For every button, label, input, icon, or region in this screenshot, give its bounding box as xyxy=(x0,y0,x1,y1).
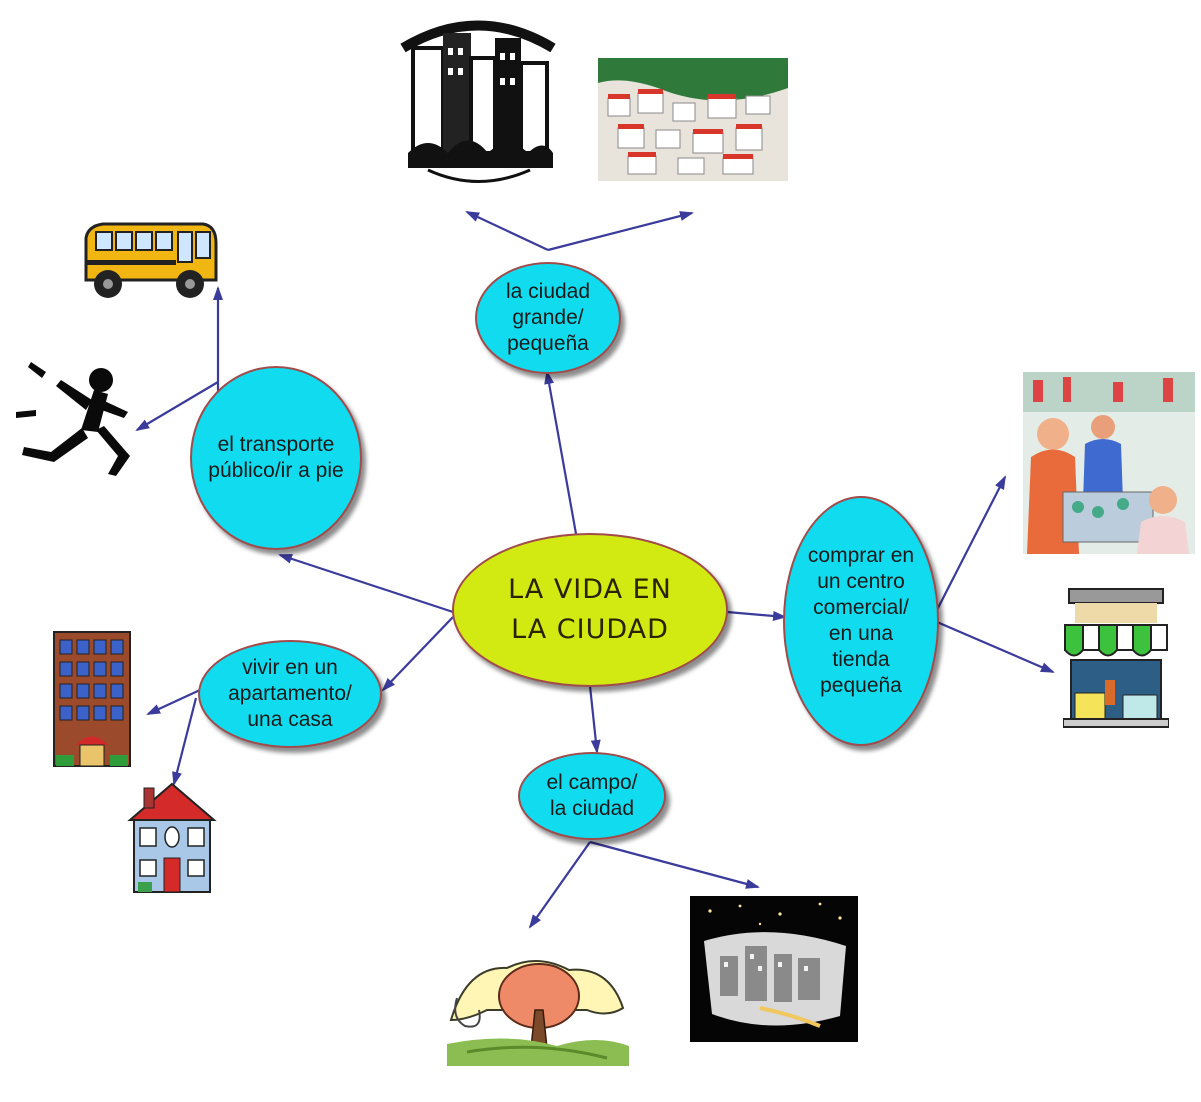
connector-comprar-store xyxy=(936,620,1055,674)
connector-vivir-house xyxy=(172,697,198,786)
node-vivir: vivir en un apartamento/ una casa xyxy=(198,640,382,748)
city-night-icon xyxy=(690,896,858,1042)
storefront-icon xyxy=(1063,588,1169,728)
node-label: el campo/ la ciudad xyxy=(546,771,638,820)
node-campo-ciudad: el campo/ la ciudad xyxy=(518,752,666,840)
connector-comprar-shopping xyxy=(936,475,1006,611)
connector-campo-tree xyxy=(528,841,591,929)
school-bus-icon xyxy=(84,222,218,298)
city-skyline-icon xyxy=(400,20,556,183)
running-person-icon xyxy=(16,362,130,476)
node-comprar: comprar en un centro comercial/ en una t… xyxy=(783,496,939,746)
connector-grande-skyline xyxy=(465,211,549,251)
node-label: la ciudad grande/ pequeña xyxy=(505,280,591,355)
apartment-building-icon xyxy=(53,631,131,767)
node-label: comprar en un centro comercial/ en una t… xyxy=(807,544,915,697)
house-icon xyxy=(127,782,217,893)
center-label: LA VIDA EN LA CIUDAD xyxy=(508,574,672,645)
connector-center-transporte xyxy=(278,553,454,614)
connector-center-comprar xyxy=(726,610,787,621)
node-center-la-vida-en-la-ciudad: LA VIDA EN LA CIUDAD xyxy=(452,533,728,687)
hillside-town-icon xyxy=(598,58,788,181)
shopping-crowd-icon xyxy=(1023,372,1195,554)
connector-center-vivir xyxy=(381,616,454,692)
connector-center-campo xyxy=(588,685,601,754)
connector-campo-night xyxy=(589,840,760,889)
node-ciudad-grande-pequena: la ciudad grande/ pequeña xyxy=(475,262,621,374)
connector-vivir-apartment xyxy=(146,689,201,715)
connector-center-grande xyxy=(544,370,580,546)
tree-countryside-icon xyxy=(447,959,629,1066)
node-transporte-publico: el transporte público/ir a pie xyxy=(190,366,362,550)
node-label: el transporte público/ir a pie xyxy=(208,433,344,482)
node-label: vivir en un apartamento/ una casa xyxy=(228,656,352,731)
connector-grande-town xyxy=(547,211,694,252)
connector-transporte-runner xyxy=(135,381,219,432)
